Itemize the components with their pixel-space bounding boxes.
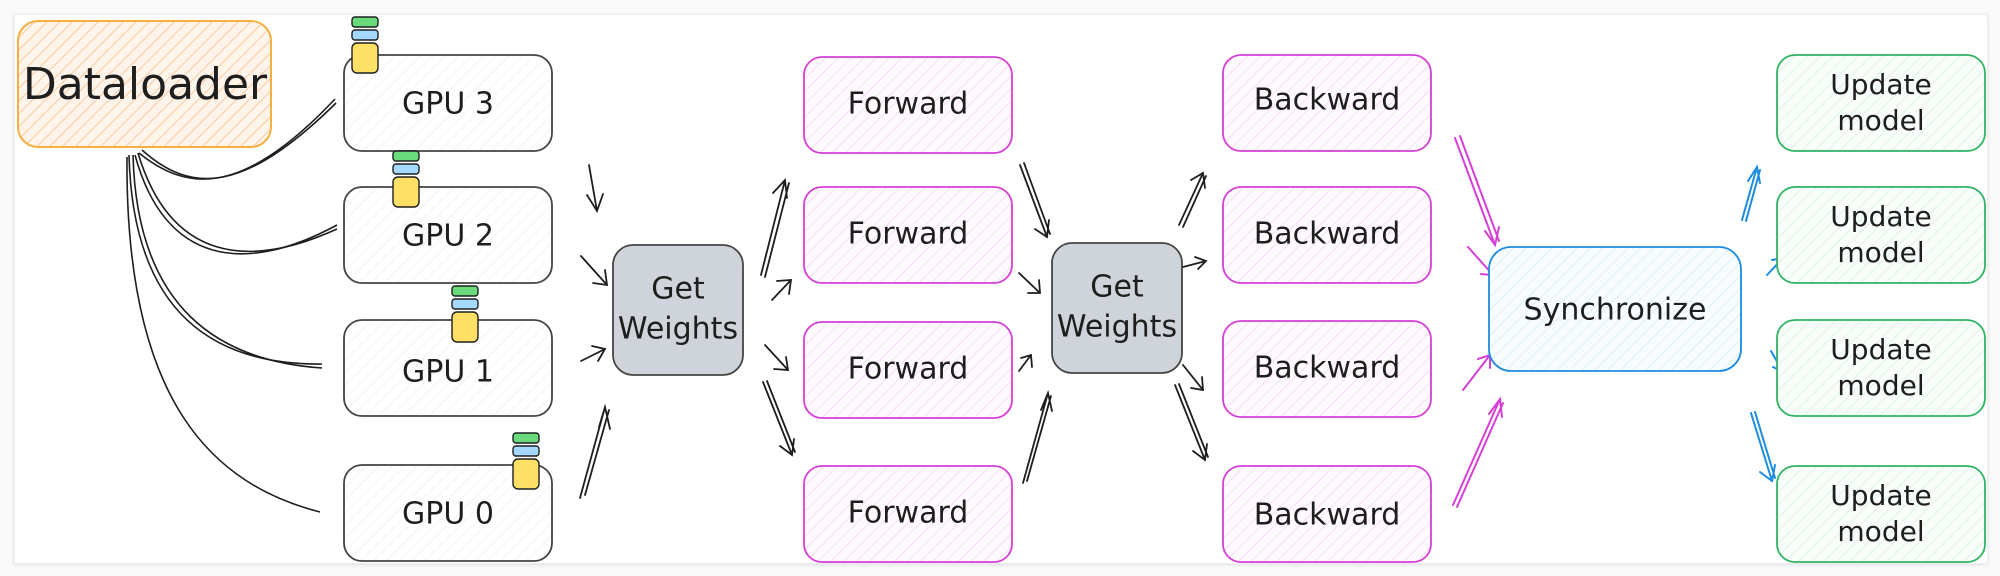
update-1-line2: model xyxy=(1837,104,1924,137)
data-chip-gpu-1 xyxy=(451,285,479,343)
synchronize-node: Synchronize xyxy=(1488,246,1742,372)
arrow-forward3-weights xyxy=(1018,353,1033,372)
backward-2-label: Backward xyxy=(1254,217,1401,252)
get-weights-2-line2: Weights xyxy=(1057,310,1177,345)
get-weights-1-line2: Weights xyxy=(618,312,738,347)
forward-node-2: Forward xyxy=(803,186,1013,284)
connector-to-gpu-2 xyxy=(134,154,338,255)
connector-to-gpu-0 xyxy=(126,156,321,513)
arrow-gpu2-weights xyxy=(580,255,609,287)
backward-3-label: Backward xyxy=(1254,351,1401,386)
arrow-weights-forward-1 xyxy=(760,177,790,278)
update-2-line1: Update xyxy=(1830,200,1931,233)
arrow-weights-forward-4 xyxy=(762,380,796,457)
weights-to-backward-arrows xyxy=(1174,171,1209,462)
dataloader-node: Dataloader xyxy=(17,20,272,148)
get-weights-node-2: Get Weights xyxy=(1051,242,1183,374)
arrow-sync-update-1 xyxy=(1741,164,1761,222)
arrow-gpu1-weights xyxy=(580,345,607,362)
forward-1-label: Forward xyxy=(848,87,969,122)
forward-4-label: Forward xyxy=(848,496,969,531)
update-4-line2: model xyxy=(1837,515,1924,548)
update-model-node-2: Update model xyxy=(1776,186,1986,284)
arrow-forward4-weights xyxy=(1022,390,1053,484)
backward-to-sync-arrows xyxy=(1452,135,1504,508)
arrow-forward2-weights xyxy=(1018,272,1041,294)
arrow-weights-forward-2 xyxy=(771,279,793,301)
arrow-gpu0-weights xyxy=(579,403,611,499)
update-2-line2: model xyxy=(1837,236,1924,269)
backward-node-1: Backward xyxy=(1222,54,1432,152)
gpu-0-node: GPU 0 xyxy=(343,464,553,562)
diagram-canvas: Dataloader GPU 3 GPU 2 GPU 1 GPU 0 xyxy=(14,14,1988,564)
gpu-0-label: GPU 0 xyxy=(402,497,494,532)
arrow-weights-backward-3 xyxy=(1182,364,1204,392)
backward-node-4: Backward xyxy=(1222,465,1432,563)
arrow-backward1-sync xyxy=(1454,135,1500,248)
arrow-weights-forward-3 xyxy=(764,344,790,371)
get-weights-1-line1: Get xyxy=(651,272,705,307)
backward-1-label: Backward xyxy=(1254,83,1401,118)
update-model-node-4: Update model xyxy=(1776,465,1986,563)
backward-4-label: Backward xyxy=(1254,498,1401,533)
forward-node-1: Forward xyxy=(803,56,1013,154)
forward-2-label: Forward xyxy=(848,217,969,252)
arrow-sync-update-4 xyxy=(1750,411,1776,483)
arrow-backward4-sync xyxy=(1452,396,1504,508)
forward-node-3: Forward xyxy=(803,321,1013,419)
dataloader-connectors xyxy=(126,98,338,513)
arrow-weights-backward-1 xyxy=(1178,171,1207,228)
data-chip-gpu-3 xyxy=(351,16,379,74)
connector-to-gpu-1 xyxy=(128,154,323,365)
connector-to-gpu-2-b xyxy=(137,152,338,253)
arrow-backward3-sync xyxy=(1462,353,1491,391)
update-1-line1: Update xyxy=(1830,68,1931,101)
weights-to-forward-arrows xyxy=(760,177,796,457)
update-3-line1: Update xyxy=(1830,333,1931,366)
arrow-gpu3-down xyxy=(586,164,604,214)
gpu-to-weights-arrows xyxy=(579,164,611,499)
get-weights-2-line1: Get xyxy=(1090,270,1144,305)
gpu-1-label: GPU 1 xyxy=(402,355,494,390)
forward-node-4: Forward xyxy=(803,465,1013,563)
get-weights-node-1: Get Weights xyxy=(612,244,744,376)
backward-node-3: Backward xyxy=(1222,320,1432,418)
backward-node-2: Backward xyxy=(1222,186,1432,284)
connector-to-gpu-3-b xyxy=(141,102,337,180)
gpu-3-node: GPU 3 xyxy=(343,54,553,152)
arrow-weights-backward-4 xyxy=(1174,383,1209,462)
update-4-line1: Update xyxy=(1830,479,1931,512)
update-model-node-1: Update model xyxy=(1776,54,1986,152)
arrow-weights-backward-2 xyxy=(1182,256,1208,270)
diagram-svg: Dataloader GPU 3 GPU 2 GPU 1 GPU 0 xyxy=(17,16,1986,563)
gpu-1-node: GPU 1 xyxy=(343,319,553,417)
gpu-2-label: GPU 2 xyxy=(402,219,494,254)
data-chip-gpu-2 xyxy=(392,150,420,208)
arrow-forward1-weights xyxy=(1019,162,1051,239)
forward-3-label: Forward xyxy=(848,352,969,387)
forward-to-weights-arrows xyxy=(1018,162,1053,484)
data-chip-gpu-0 xyxy=(512,432,540,490)
update-model-node-3: Update model xyxy=(1776,319,1986,417)
update-3-line2: model xyxy=(1837,369,1924,402)
dataloader-label: Dataloader xyxy=(23,59,268,110)
gpu-3-label: GPU 3 xyxy=(402,87,494,122)
gpu-2-node: GPU 2 xyxy=(343,186,553,284)
connector-to-gpu-1-b xyxy=(132,154,323,369)
synchronize-label: Synchronize xyxy=(1524,293,1707,328)
